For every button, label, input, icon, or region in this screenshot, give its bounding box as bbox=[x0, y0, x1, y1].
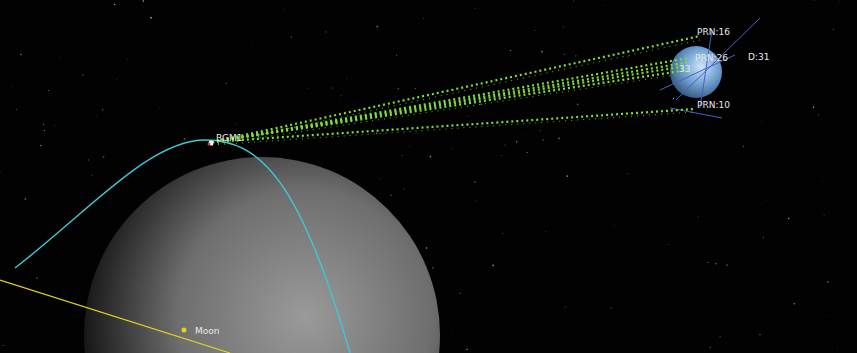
bgm1-spacecraft bbox=[209, 141, 214, 146]
satellite-label: PRN:26 bbox=[695, 53, 728, 63]
spacecraft-label: BGM1 bbox=[216, 133, 242, 143]
satellite-label: PRN:16 bbox=[697, 27, 730, 37]
spacecraft-trajectory bbox=[15, 140, 350, 353]
body-label: Moon bbox=[195, 326, 219, 336]
satellite-label: PRN:10 bbox=[697, 100, 730, 110]
moon-orbit bbox=[0, 280, 230, 353]
gnss-signal-links bbox=[212, 36, 700, 142]
moon-marker bbox=[182, 328, 187, 333]
satellite-label: D:31 bbox=[748, 52, 769, 62]
satellite-label: 33 bbox=[679, 64, 690, 74]
gnss-orbits bbox=[660, 18, 760, 118]
